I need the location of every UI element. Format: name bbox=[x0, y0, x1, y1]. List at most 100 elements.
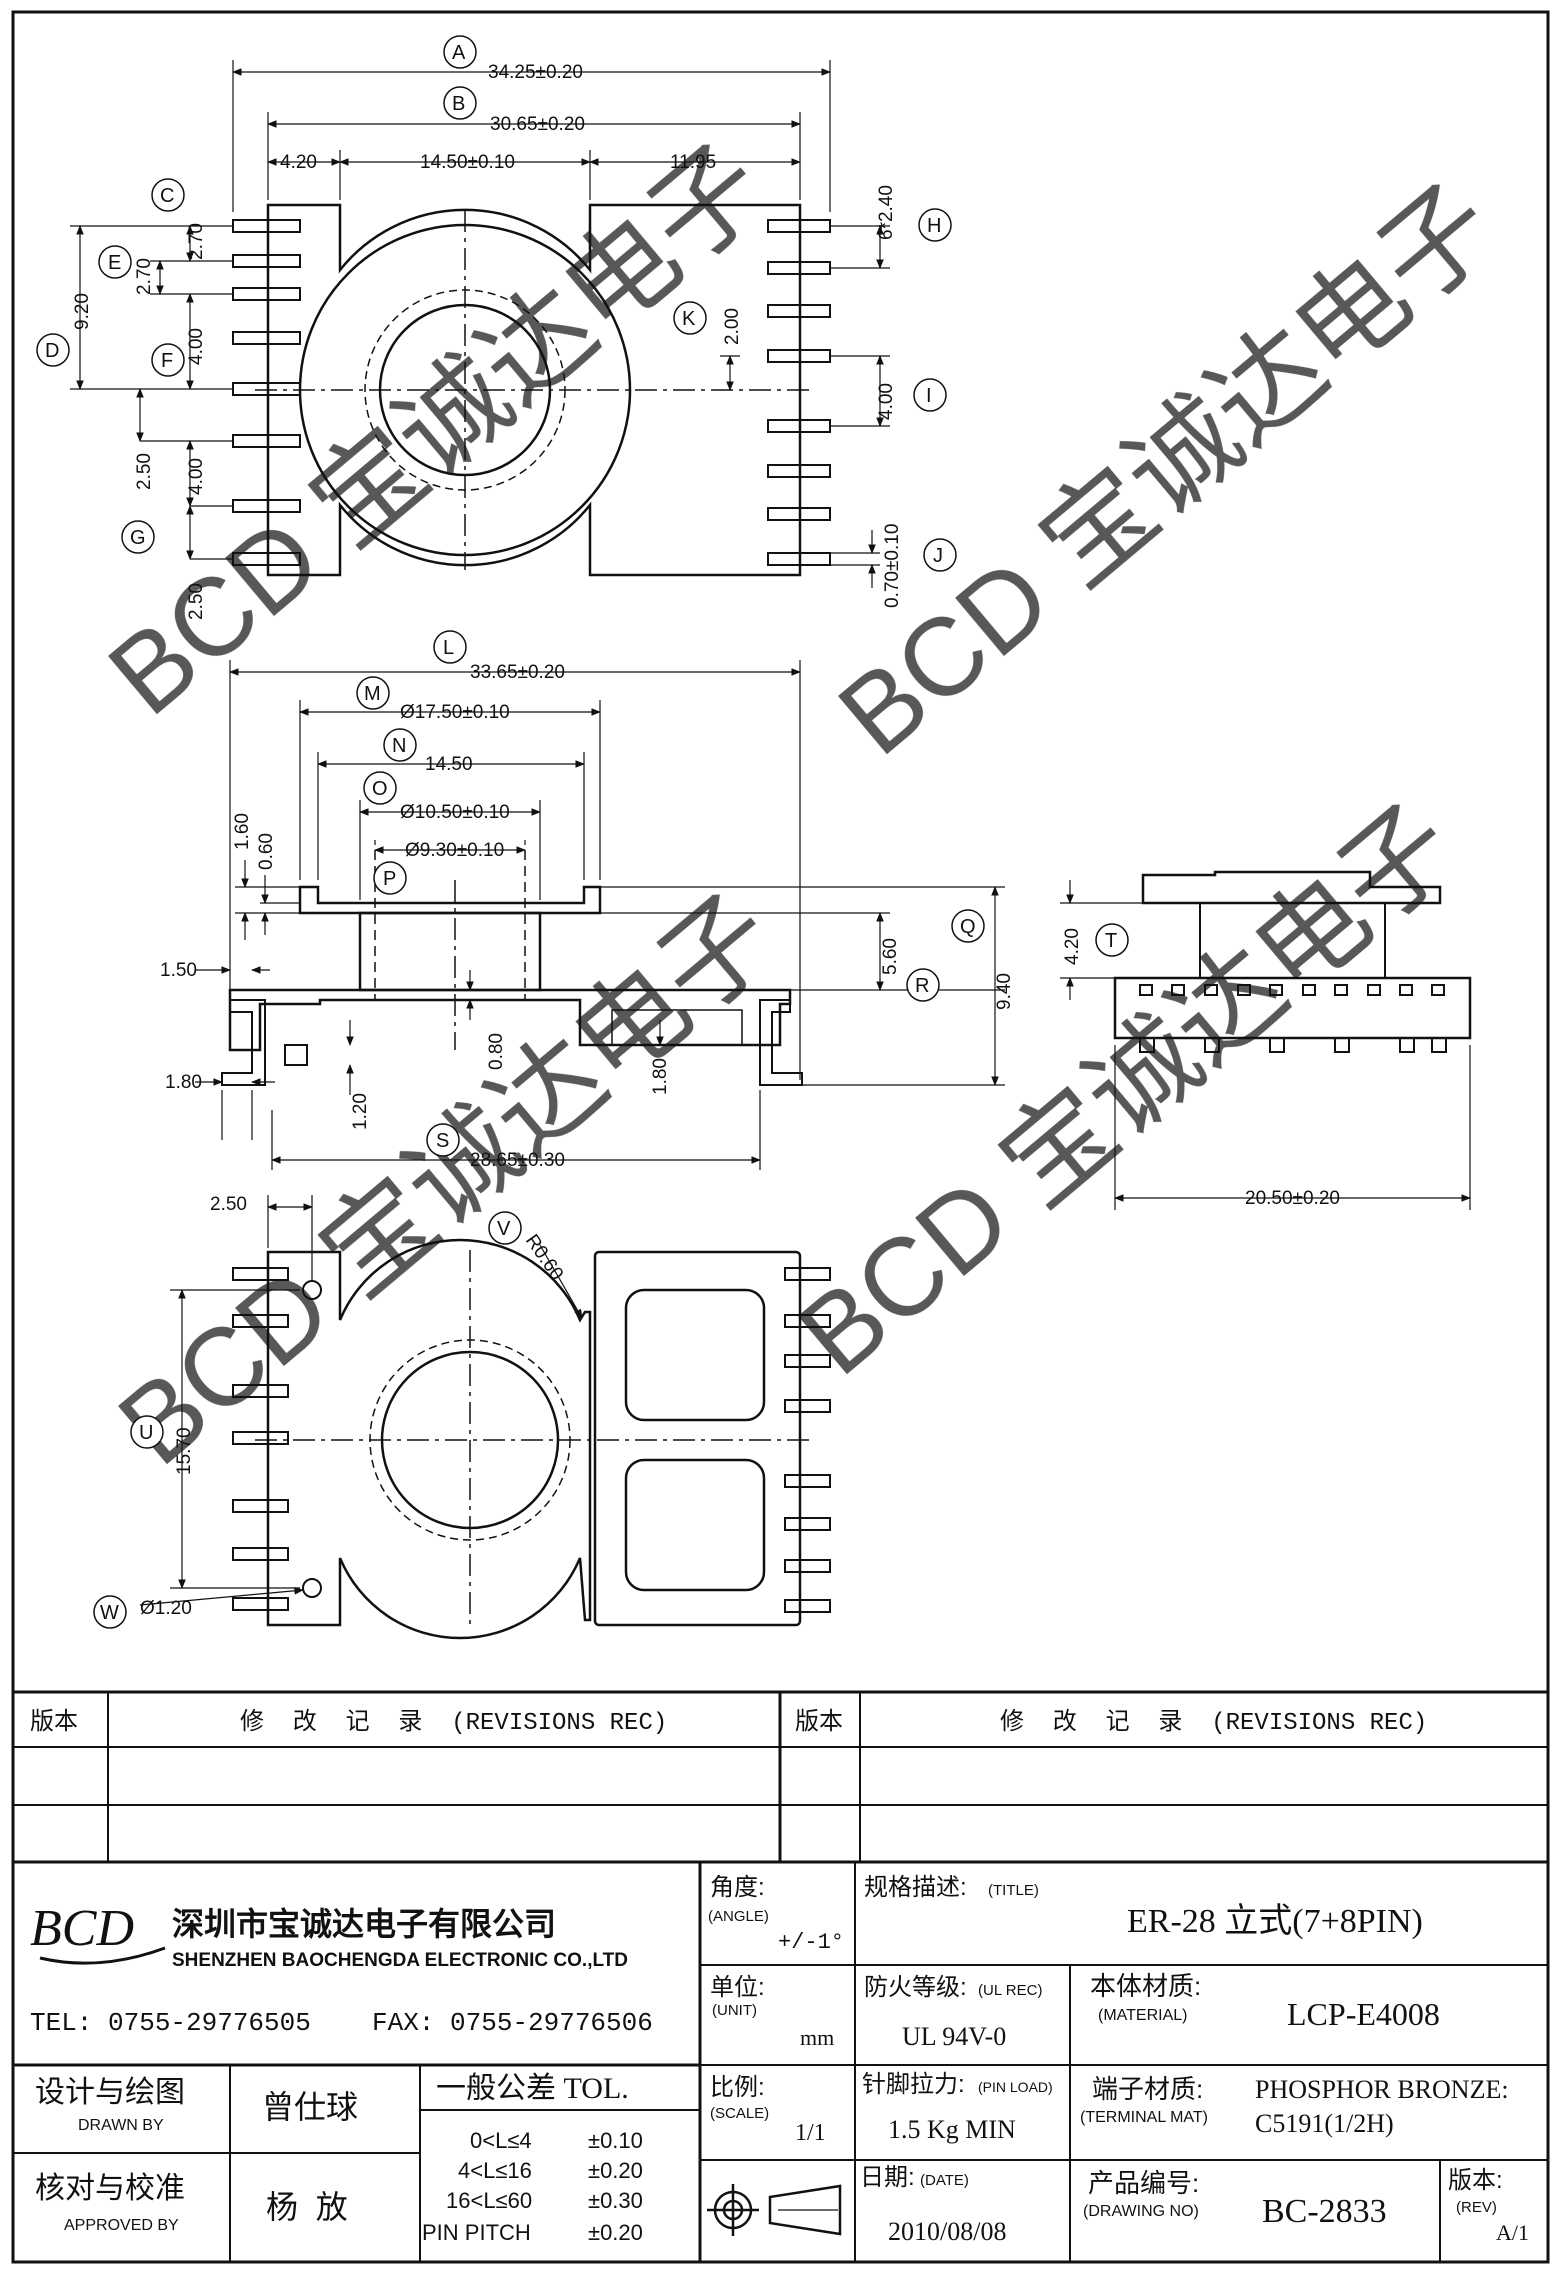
bottom-view-left-pins bbox=[232, 1267, 289, 1611]
callout-n: N bbox=[383, 728, 417, 762]
bottom-view-right-block bbox=[593, 1250, 802, 1627]
callout-d: D bbox=[36, 333, 70, 367]
dim-e-value: 2.70 bbox=[134, 258, 155, 295]
callout-r: R bbox=[906, 968, 940, 1002]
dim-side-pin: 1.80 bbox=[165, 1072, 202, 1093]
checker-label: 核对与校准 bbox=[35, 2172, 185, 2205]
callout-c: C bbox=[151, 178, 185, 212]
drawing-label-en: (DRAWING NO) bbox=[1083, 2203, 1199, 2220]
dim-k-value: 2.00 bbox=[722, 308, 743, 345]
dim-c-value: 2.70 bbox=[186, 223, 207, 260]
rev-value: A/1 bbox=[1496, 2220, 1529, 2245]
end-view-base bbox=[1113, 976, 1472, 1040]
side-view-right-pin bbox=[759, 999, 803, 1086]
material-value: LCP-E4008 bbox=[1287, 1996, 1440, 2032]
svg-text:S: S bbox=[436, 1130, 449, 1152]
bottom-view-left-outline bbox=[266, 1238, 592, 1640]
svg-text:N: N bbox=[392, 735, 406, 757]
callout-u: U bbox=[130, 1415, 164, 1449]
callout-s: S bbox=[426, 1123, 460, 1157]
scale-label: 比例: bbox=[710, 2074, 765, 2101]
rev-left-version-label: 版本 bbox=[30, 1708, 78, 1735]
callout-l: L bbox=[433, 630, 467, 664]
dim-side-b2: 0.80 bbox=[486, 1033, 507, 1070]
bottom-view-dimensions bbox=[139, 1195, 583, 1606]
title-value: ER-28 立式(7+8PIN) bbox=[1127, 1902, 1423, 1940]
company-logo: BCD bbox=[30, 1900, 134, 1957]
callout-m: M bbox=[356, 676, 390, 710]
svg-text:F: F bbox=[161, 350, 173, 372]
fire-label-en: (UL REC) bbox=[978, 1982, 1042, 1999]
callout-f: F bbox=[151, 343, 185, 377]
scale-label-en: (SCALE) bbox=[710, 2105, 769, 2122]
dim-i-value: 4.00 bbox=[876, 383, 897, 420]
svg-text:R: R bbox=[915, 975, 929, 997]
svg-text:I: I bbox=[926, 385, 932, 407]
svg-text:G: G bbox=[130, 527, 146, 549]
designer-label-en: DRAWN BY bbox=[78, 2117, 164, 2134]
svg-text:U: U bbox=[139, 1422, 153, 1444]
callout-e: E bbox=[98, 245, 132, 279]
date-label: 日期: bbox=[860, 2164, 915, 2191]
dim-b-right: 11.95 bbox=[670, 152, 716, 173]
end-view-dimensions bbox=[1060, 880, 1471, 1210]
dim-n-value: 14.50 bbox=[425, 754, 473, 775]
designer-name: 曾仕球 bbox=[262, 2089, 358, 2125]
callout-j: J bbox=[923, 538, 957, 572]
drawing-value: BC-2833 bbox=[1262, 2193, 1387, 2230]
bottom-view-upper-window bbox=[624, 1288, 766, 1422]
dim-a-value: 34.25±0.20 bbox=[488, 62, 583, 83]
dim-g-value: 2.50 bbox=[134, 453, 155, 490]
callout-i: I bbox=[913, 378, 947, 412]
terminal-value-1: PHOSPHOR BRONZE: bbox=[1255, 2075, 1509, 2104]
rev-label-en: (REV) bbox=[1456, 2199, 1497, 2216]
company-tel: TEL: 0755-29776505 bbox=[30, 2008, 311, 2038]
dim-r-value: 5.60 bbox=[880, 938, 901, 975]
svg-text:J: J bbox=[933, 545, 943, 567]
callout-h: H bbox=[918, 208, 952, 242]
tol-value-3: ±0.30 bbox=[588, 2188, 643, 2213]
company-block: BCD 深圳市宝诚达电子有限公司 SHENZHEN BAOCHENGDA ELE… bbox=[30, 1900, 653, 2038]
dim-side-b1: 1.20 bbox=[350, 1093, 371, 1130]
title-block-grid bbox=[13, 1862, 1548, 2262]
dim-b-left: 4.20 bbox=[280, 152, 317, 173]
dim-g-lower2: 2.50 bbox=[186, 583, 207, 620]
dim-o-value: Ø10.50±0.10 bbox=[400, 802, 510, 823]
terminal-label: 端子材质: bbox=[1092, 2074, 1203, 2104]
watermark-text-3: BCD 宝诚达电子 bbox=[96, 872, 798, 1489]
title-label-en: (TITLE) bbox=[988, 1882, 1039, 1899]
callout-k: K bbox=[673, 301, 707, 335]
end-view-dim-labels: 4.20 20.50±0.20 bbox=[1062, 928, 1340, 1209]
side-view-callouts: L M N O P Q R S bbox=[356, 630, 985, 1157]
side-view-dim-labels: 33.65±0.20 Ø17.50±0.10 14.50 Ø10.50±0.10… bbox=[160, 662, 1015, 1171]
date-label-en: (DATE) bbox=[920, 2172, 969, 2189]
dim-b-value: 30.65±0.20 bbox=[490, 114, 585, 135]
tol-range-3: 16<L≤60 bbox=[446, 2188, 532, 2213]
svg-text:M: M bbox=[364, 683, 381, 705]
svg-text:K: K bbox=[682, 308, 696, 330]
designer-label: 设计与绘图 bbox=[35, 2076, 185, 2109]
svg-text:Q: Q bbox=[960, 916, 976, 938]
dim-bottom-top: 2.50 bbox=[210, 1194, 247, 1215]
dim-b-mid: 14.50±0.10 bbox=[420, 152, 515, 173]
projection-symbol bbox=[707, 2184, 842, 2236]
terminal-value-2: C5191(1/2H) bbox=[1255, 2109, 1394, 2138]
rev-right-record-label: 修 改 记 录 (REVISIONS REC) bbox=[1000, 1708, 1427, 1737]
tol-range-4: PIN PITCH bbox=[422, 2220, 531, 2245]
dim-d-value: 9.20 bbox=[72, 293, 93, 330]
bottom-view bbox=[232, 1238, 831, 1640]
pin-load-label-en: (PIN LOAD) bbox=[978, 2079, 1053, 2095]
tol-value-1: ±0.10 bbox=[588, 2128, 643, 2153]
svg-text:E: E bbox=[108, 252, 121, 274]
svg-text:H: H bbox=[927, 215, 941, 237]
company-fax: FAX: 0755-29776506 bbox=[372, 2008, 653, 2038]
callout-p: P bbox=[373, 861, 407, 895]
end-view-pin-stubs bbox=[1139, 984, 1447, 1053]
drawing-label: 产品编号: bbox=[1088, 2168, 1199, 2198]
top-view-dimensions bbox=[70, 60, 890, 588]
svg-text:A: A bbox=[452, 42, 466, 64]
dim-q-value: 9.40 bbox=[994, 973, 1015, 1010]
top-view-dim-labels: 34.25±0.20 30.65±0.20 4.20 14.50±0.10 11… bbox=[72, 62, 903, 620]
side-view-center-leg bbox=[358, 911, 542, 992]
callout-o: O bbox=[363, 771, 397, 805]
